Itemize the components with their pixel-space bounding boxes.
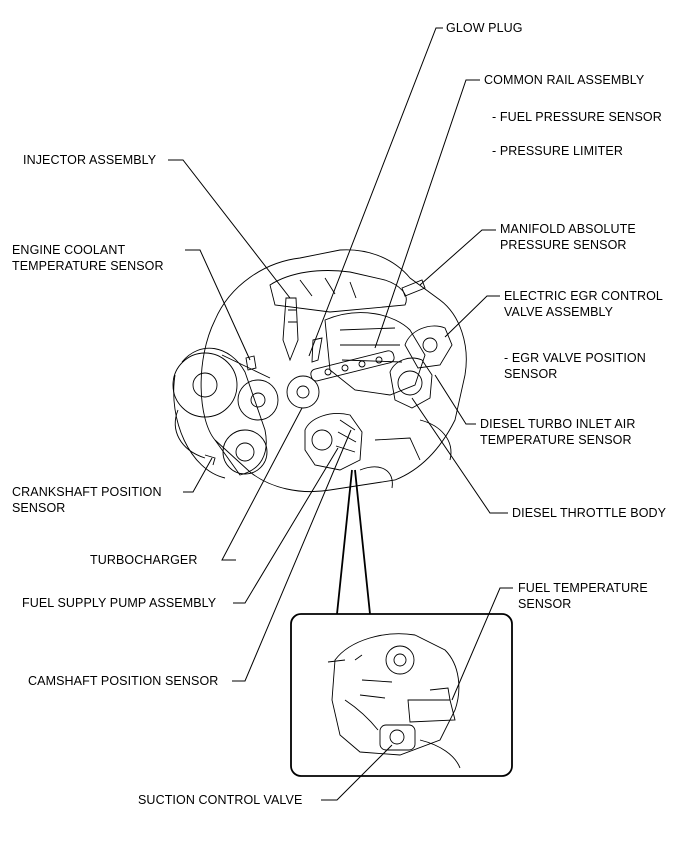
leader-throttle-body xyxy=(411,397,508,514)
leader-suction-control-valve xyxy=(321,744,393,801)
leader-fuel-pump xyxy=(233,447,339,604)
inset-callout-lines xyxy=(336,469,371,615)
leader-glow-plug xyxy=(308,27,443,357)
label-electric-egr-control-valve-assembly: ELECTRIC EGR CONTROL VALVE ASSEMBLY xyxy=(504,288,663,320)
label-crankshaft-position-sensor: CRANKSHAFT POSITION SENSOR xyxy=(12,484,162,516)
label-line: VALVE ASSEMBLY xyxy=(504,305,614,319)
label-line: PRESSURE SENSOR xyxy=(500,238,627,252)
leader-fuel-temp-sensor xyxy=(451,587,513,701)
fuel-pump-on-engine xyxy=(304,413,363,471)
label-line: FUEL TEMPERATURE xyxy=(518,581,648,595)
leader-ect-sensor xyxy=(185,249,251,361)
label-line: TEMPERATURE SENSOR xyxy=(480,433,632,447)
leader-turbocharger xyxy=(221,407,303,561)
label-line: ELECTRIC EGR CONTROL xyxy=(504,289,663,303)
label-suction-control-valve: SUCTION CONTROL VALVE xyxy=(138,793,303,807)
label-pressure-limiter: - PRESSURE LIMITER xyxy=(492,144,623,158)
label-injector-assembly: INJECTOR ASSEMBLY xyxy=(23,153,157,167)
turbocharger-body xyxy=(286,375,320,409)
label-line: ENGINE COOLANT xyxy=(12,243,126,257)
label-glow-plug: GLOW PLUG xyxy=(446,21,523,35)
label-fuel-temperature-sensor: FUEL TEMPERATURE SENSOR xyxy=(518,580,648,612)
label-manifold-absolute-pressure-sensor: MANIFOLD ABSOLUTE PRESSURE SENSOR xyxy=(500,221,636,253)
label-line: DIESEL TURBO INLET AIR xyxy=(480,417,636,431)
egr-valve xyxy=(404,325,453,369)
fuel-pump-inset-illustration xyxy=(327,633,461,769)
label-line: SENSOR xyxy=(12,501,66,515)
label-line: - EGR VALVE POSITION xyxy=(504,351,646,365)
label-line: CRANKSHAFT POSITION xyxy=(12,485,162,499)
engine-illustration xyxy=(172,249,467,493)
throttle-body xyxy=(389,357,433,409)
leader-injector xyxy=(168,159,291,299)
leader-ckp-sensor xyxy=(183,457,213,493)
label-engine-coolant-temperature-sensor: ENGINE COOLANT TEMPERATURE SENSOR xyxy=(12,242,164,274)
label-line: MANIFOLD ABSOLUTE xyxy=(500,222,636,236)
label-line: SENSOR xyxy=(504,367,558,381)
label-line: TEMPERATURE SENSOR xyxy=(12,259,164,273)
fuel-pump-inset-frame xyxy=(290,613,513,777)
upper-pulley xyxy=(172,352,238,418)
label-fuel-supply-pump-assembly: FUEL SUPPLY PUMP ASSEMBLY xyxy=(22,596,217,610)
injector xyxy=(282,297,299,362)
leader-cmp-sensor xyxy=(232,429,352,682)
label-camshaft-position-sensor: CAMSHAFT POSITION SENSOR xyxy=(28,674,219,688)
label-egr-valve-position-sensor: - EGR VALVE POSITION SENSOR xyxy=(504,350,646,382)
leader-lines xyxy=(168,27,513,801)
leader-egr-valve xyxy=(444,295,500,338)
label-common-rail-assembly: COMMON RAIL ASSEMBLY xyxy=(484,73,645,87)
leader-common-rail xyxy=(374,79,480,349)
crank-pulley xyxy=(222,429,268,475)
label-line: SENSOR xyxy=(518,597,572,611)
label-fuel-pressure-sensor: - FUEL PRESSURE SENSOR xyxy=(492,110,662,124)
common-rail xyxy=(310,350,395,382)
leader-turbo-inlet-temp xyxy=(434,374,476,425)
label-diesel-turbo-inlet-air-temperature-sensor: DIESEL TURBO INLET AIR TEMPERATURE SENSO… xyxy=(480,416,636,448)
label-turbocharger: TURBOCHARGER xyxy=(90,553,198,567)
leader-map-sensor xyxy=(419,229,496,286)
label-diesel-throttle-body: DIESEL THROTTLE BODY xyxy=(512,506,667,520)
